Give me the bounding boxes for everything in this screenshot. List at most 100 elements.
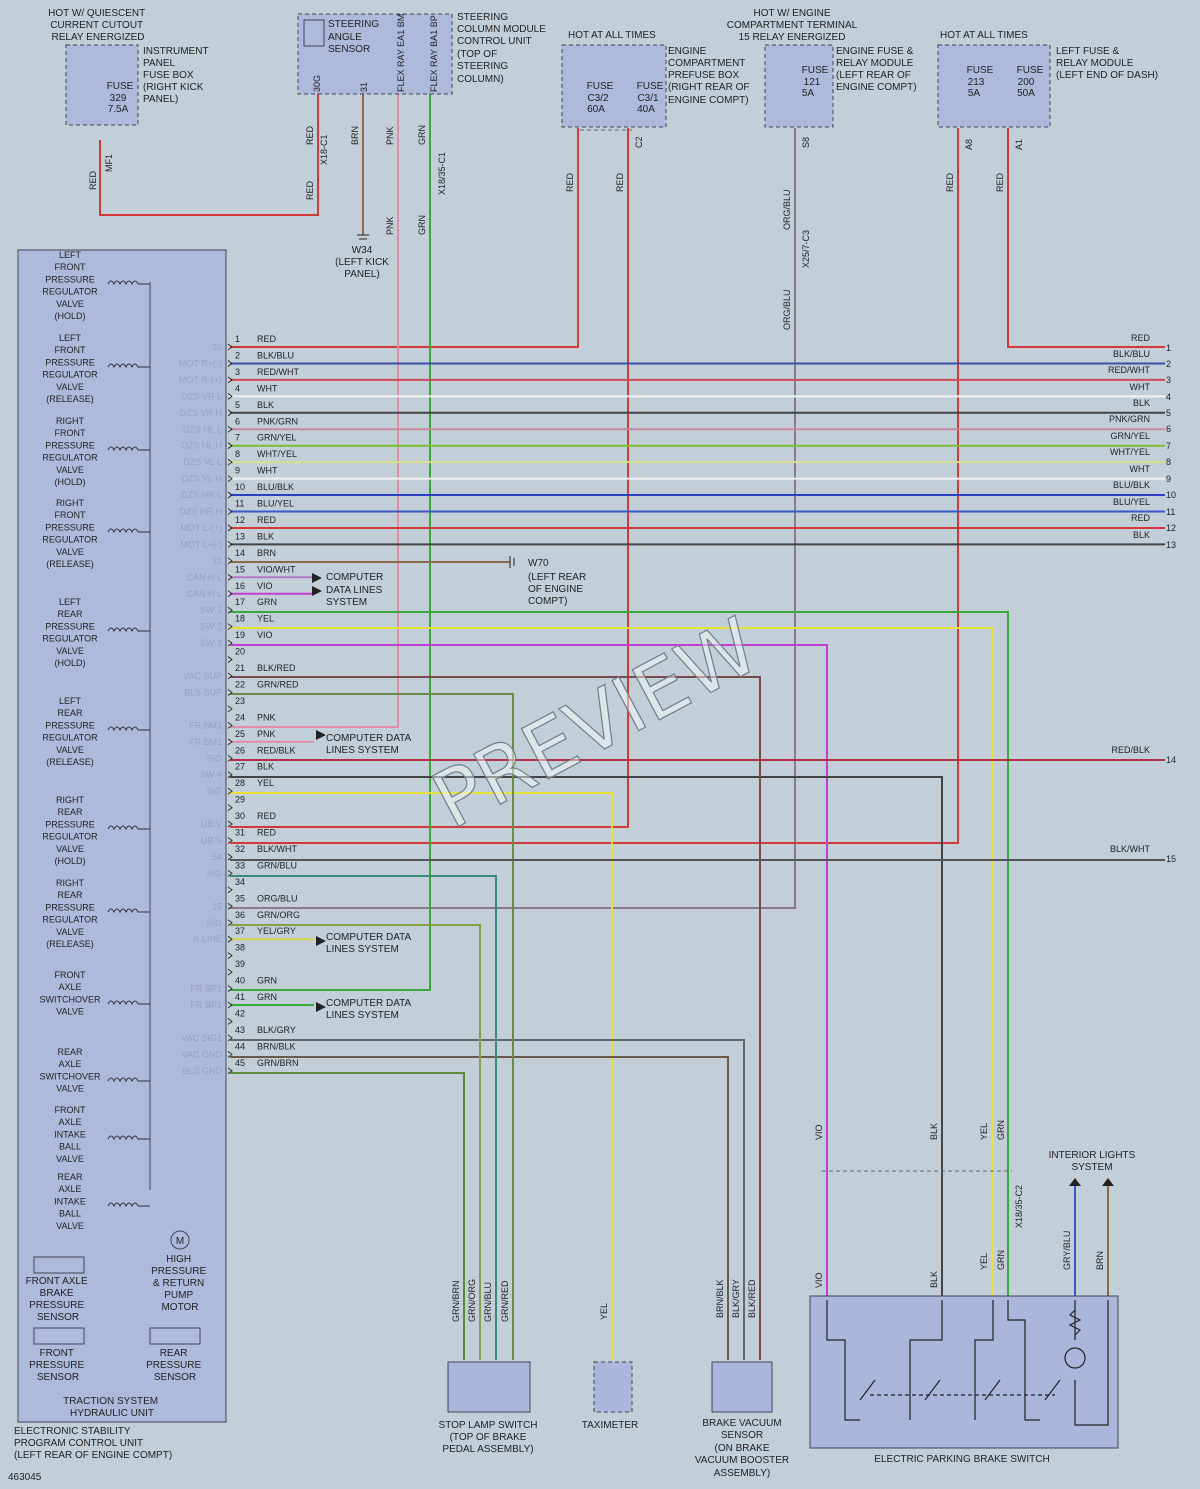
scm-pin-flexray-bp: FLEX RAY BA1 BP — [429, 15, 439, 92]
svg-text:BRN: BRN — [1095, 1251, 1105, 1270]
terminal-wire-36: GRN/ORG — [257, 910, 300, 920]
right-wire-4: WHT — [1130, 382, 1151, 392]
svg-text:BRN: BRN — [350, 126, 360, 145]
terminal-wire-8: WHT/YEL — [257, 449, 297, 459]
ecu-terminal-wires — [230, 362, 1165, 1006]
valve-coil-1 — [107, 280, 150, 286]
terminal-wire-41: GRN — [257, 992, 277, 1002]
terminal-pin-26: 26 — [235, 745, 245, 755]
terminal-wire-31: RED — [257, 828, 277, 838]
terminal-connector-11 — [227, 508, 233, 515]
svg-text:VIO: VIO — [814, 1272, 824, 1288]
engine-compartment-prefuse-box — [561, 44, 667, 128]
terminal-pin-5: 5 — [235, 400, 240, 410]
terminal-pin-1: 1 — [235, 334, 240, 344]
preview-watermark: PREVIEW — [419, 601, 773, 846]
terminal-connector-45 — [227, 1067, 233, 1075]
svg-text:YEL: YEL — [599, 1303, 609, 1320]
svg-text:GRN: GRN — [417, 125, 427, 145]
left-fuse-relay-module — [937, 44, 1051, 128]
front-axle-sensor-label: FRONT AXLE BRAKE PRESSURE SENSOR — [26, 1276, 91, 1323]
terminal-pin-40: 40 — [235, 976, 245, 986]
ecu-title: ELECTRONIC STABILITY PROGRAM CONTROL UNI… — [14, 1426, 172, 1461]
terminal-connector-41 — [227, 1001, 233, 1009]
valve-coil-12 — [107, 1202, 150, 1208]
svg-text:RED: RED — [945, 172, 955, 192]
svg-text:ORG/BLU: ORG/BLU — [782, 289, 792, 330]
svg-text:RED: RED — [565, 172, 575, 192]
terminal-wire-25: PNK — [257, 729, 276, 739]
terminal-connector-23 — [227, 705, 233, 713]
terminal-wire-22: GRN/RED — [257, 679, 299, 689]
pump-motor-symbol — [170, 1230, 190, 1250]
lfrm-label: LEFT FUSE &RELAY MODULE(LEFT END OF DASH… — [1056, 46, 1158, 81]
terminal-connector-15 — [227, 573, 233, 581]
terminal-connector-19 — [227, 639, 233, 647]
svg-text:PNK: PNK — [385, 126, 395, 145]
terminal-pin-29: 29 — [235, 795, 245, 805]
interior-arrow-1 — [1069, 1178, 1081, 1186]
svg-text:GRN/BLU: GRN/BLU — [483, 1282, 493, 1322]
terminal-pin-12: 12 — [235, 515, 245, 525]
terminal-wire-18: YEL — [257, 614, 274, 624]
terminal-connector-2 — [227, 360, 233, 367]
terminal-pin-45: 45 — [235, 1058, 245, 1068]
motor-letter: M — [176, 1236, 184, 1247]
svg-text:RED: RED — [615, 172, 625, 192]
terminal-pin-32: 32 — [235, 844, 245, 854]
right-wire-labels: RED1BLK/BLU2RED/WHT3WHT4BLK5PNK/GRN6GRN/… — [1108, 333, 1176, 864]
terminal-connector-37 — [227, 935, 233, 943]
terminal-connector-8 — [227, 458, 233, 466]
right-wire-2: BLK/BLU — [1113, 349, 1150, 359]
svg-text:GRN/ORG: GRN/ORG — [467, 1279, 477, 1322]
terminal-wire-21: BLK/RED — [257, 663, 296, 673]
valve-coil-2 — [107, 363, 150, 369]
right-wire-num-14: 14 — [1166, 755, 1176, 765]
right-wire-num-2: 2 — [1166, 359, 1171, 369]
terminal-wire-35: ORG/BLU — [257, 893, 298, 903]
valve-coil-10 — [107, 1077, 150, 1083]
svg-text:X18/35-C1: X18/35-C1 — [437, 152, 447, 195]
terminal-pin-30: 30 — [235, 811, 245, 821]
terminal-connector-22 — [227, 689, 233, 696]
terminal-pin-2: 2 — [235, 350, 240, 360]
terminal-pin-17: 17 — [235, 597, 245, 607]
right-wire-num-9: 9 — [1166, 474, 1171, 484]
svg-text:BLK/RED: BLK/RED — [747, 1279, 757, 1318]
terminal-pin-23: 23 — [235, 696, 245, 706]
right-wire-num-10: 10 — [1166, 490, 1176, 500]
pump-motor-label: HIGH PRESSURE & RETURN PUMP MOTOR — [151, 1254, 209, 1313]
right-wire-num-1: 1 — [1166, 343, 1171, 353]
terminal-wire-1: RED — [257, 334, 277, 344]
right-wire-6: PNK/GRN — [1109, 414, 1150, 424]
terminal-connector-12 — [227, 524, 233, 532]
terminal-connector-35 — [227, 902, 233, 910]
valve-coil-3 — [107, 446, 150, 452]
terminal-pin-44: 44 — [235, 1041, 245, 1051]
terminal-connector-3 — [227, 376, 233, 384]
terminal-connector-26 — [227, 754, 233, 762]
svg-text:GRN: GRN — [996, 1250, 1006, 1270]
instrument-panel-fuse-box — [65, 44, 139, 126]
right-wire-14: RED/BLK — [1111, 745, 1150, 755]
terminal-connector-28 — [227, 787, 233, 795]
right-wire-7: GRN/YEL — [1110, 431, 1150, 441]
terminal-connector-10 — [227, 491, 233, 499]
terminal-wire-11: BLU/YEL — [257, 499, 294, 509]
terminal-connector-14 — [227, 557, 233, 565]
terminal-connector-30 — [227, 820, 233, 828]
terminal-connector-29 — [227, 804, 233, 811]
terminal-pin-18: 18 — [235, 614, 245, 624]
